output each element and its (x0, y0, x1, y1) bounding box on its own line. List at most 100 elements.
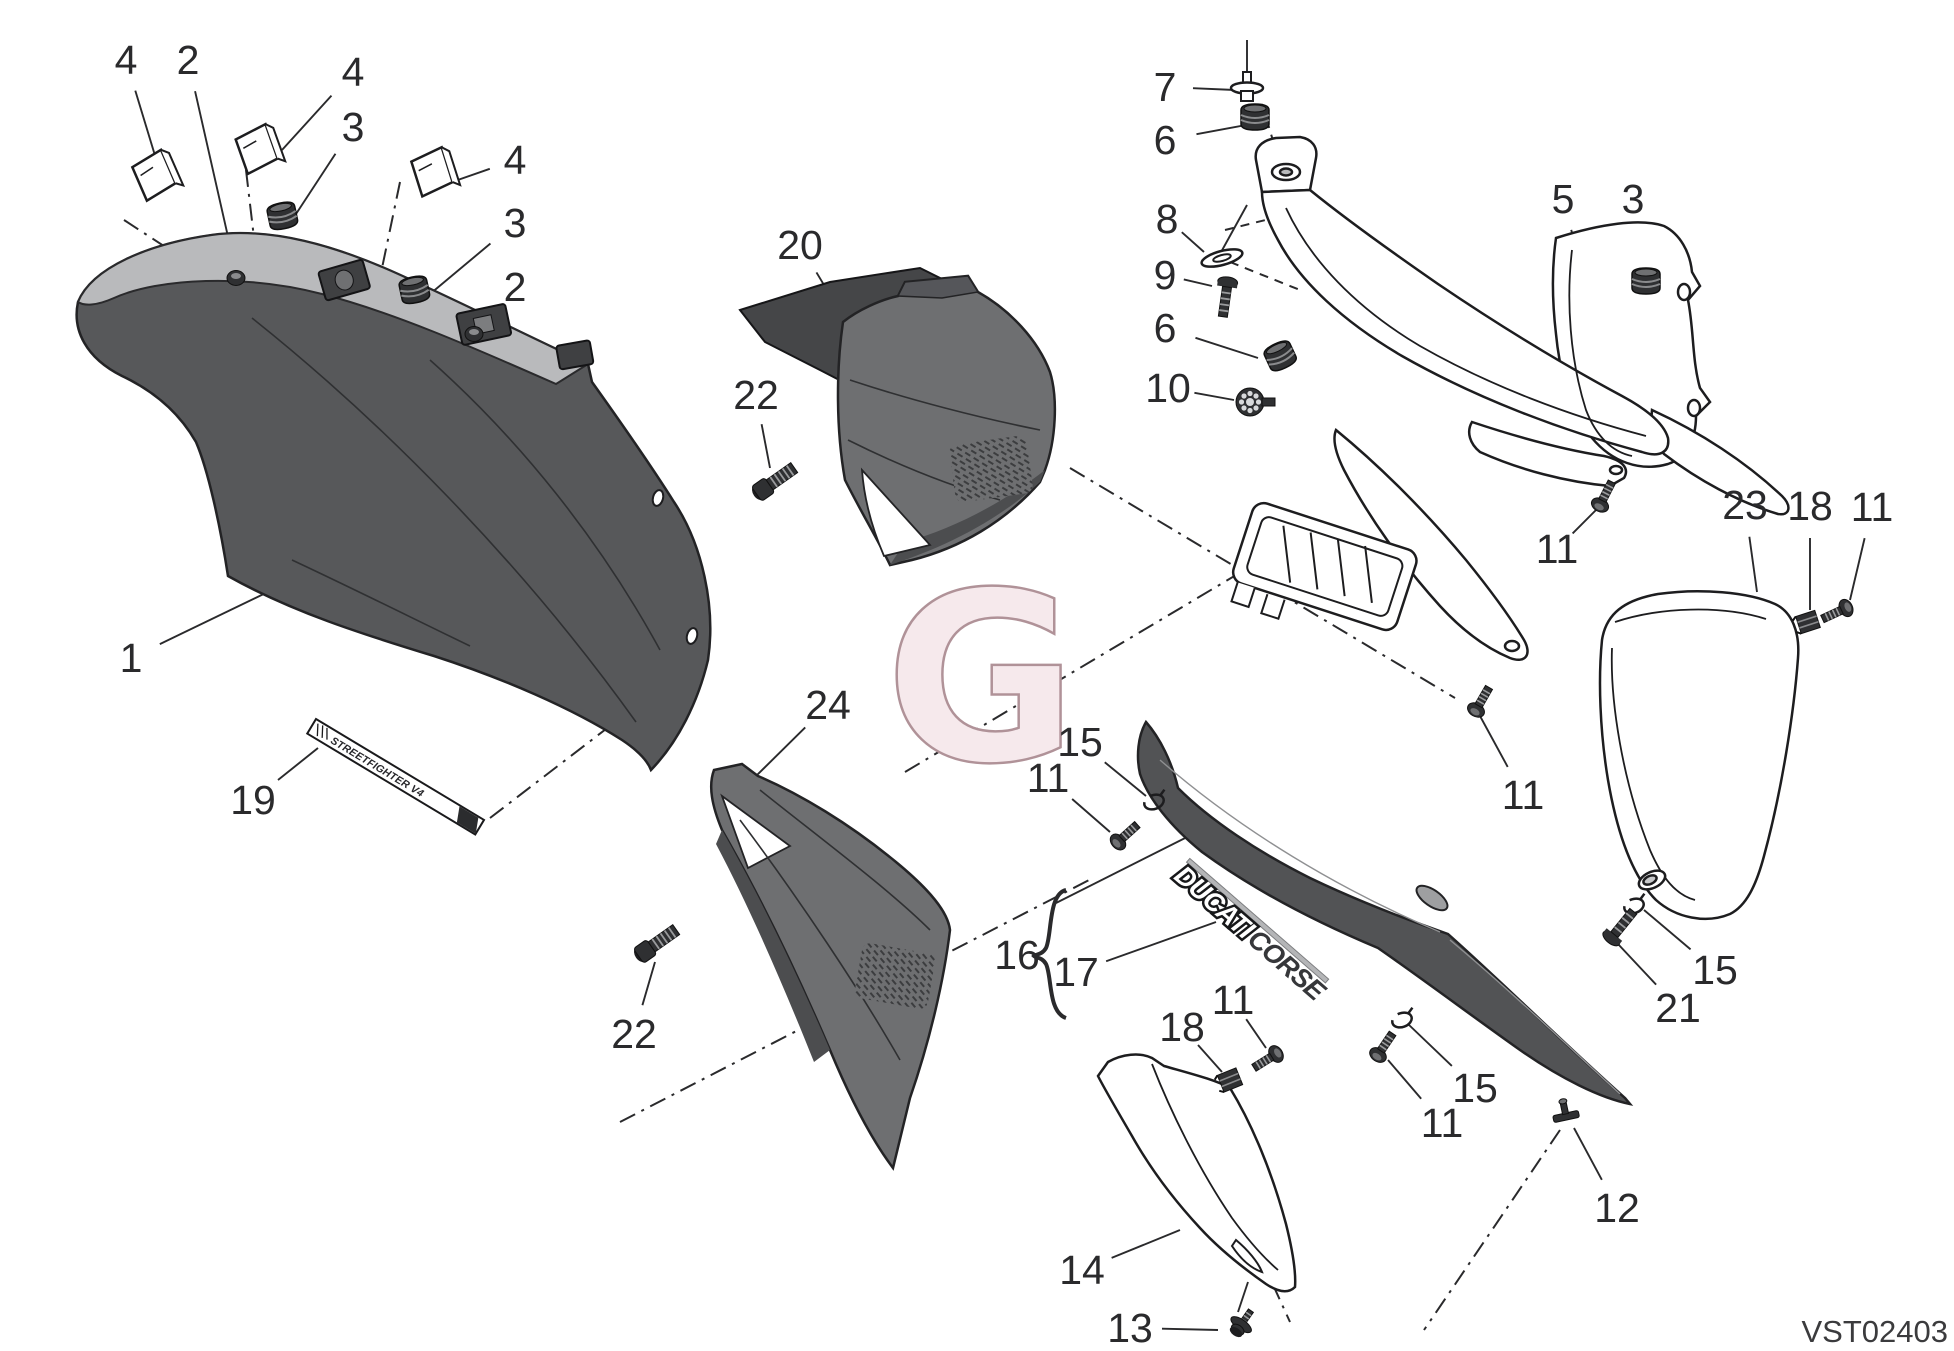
callout-label-3: 3 (342, 104, 365, 150)
callout-label-11: 11 (1212, 977, 1255, 1023)
corse-decal-text: CORSE (1242, 924, 1332, 1008)
callout-label-3: 3 (504, 200, 527, 246)
leader-line (1194, 391, 1235, 401)
callout-label-20: 20 (777, 222, 823, 268)
callout-label-12: 12 (1594, 1185, 1640, 1231)
callout-label-24: 24 (805, 682, 851, 728)
leader-line (1849, 537, 1866, 601)
part-screw (1248, 1042, 1288, 1077)
callout-label-18: 18 (1787, 483, 1833, 529)
callout-label-2: 2 (177, 37, 200, 83)
leader-line (1181, 231, 1205, 253)
callout-label-6: 6 (1154, 117, 1177, 163)
dashdot-line (1423, 1129, 1561, 1331)
part-small-grommet (464, 326, 484, 342)
part-adhesive-pad (232, 120, 288, 177)
fairing-mount-tab (317, 259, 371, 302)
leader-line (1245, 1018, 1267, 1049)
dashdot-line (489, 705, 637, 819)
leader-line (1192, 87, 1236, 91)
part-t-pin (1549, 1095, 1581, 1124)
part-screw (1464, 682, 1498, 721)
part-star-screw (1235, 387, 1276, 417)
site-watermark-letter: G (885, 543, 1078, 816)
part-adhesive-pad (128, 145, 186, 204)
leader-line (1479, 715, 1509, 768)
part-screw (1366, 1027, 1401, 1067)
dashed-line (1224, 211, 1299, 231)
leader-line (1183, 278, 1213, 287)
callout-label-22: 22 (733, 372, 779, 418)
part-grommet (265, 199, 300, 233)
callout-label-5: 5 (1552, 176, 1575, 222)
callout-brace (1031, 888, 1067, 1020)
callout-label-22: 22 (611, 1011, 657, 1057)
side-panel-assembly (1136, 719, 1634, 1106)
dashdot-line (1215, 1159, 1291, 1323)
carbon-texture-patch (854, 943, 936, 1009)
callout-label-8: 8 (1156, 196, 1179, 242)
part-cap-screw (748, 459, 801, 505)
part-cap-screw (630, 921, 683, 967)
leader-line (1571, 509, 1597, 535)
dashdot-line (904, 555, 1269, 773)
part-screw (1106, 817, 1145, 854)
callout-label-4: 4 (504, 137, 527, 183)
part-rubber-pin (1229, 70, 1265, 103)
callout-label-16: 16 (994, 932, 1040, 978)
leader-line (429, 242, 492, 295)
callout-label-1: 1 (120, 635, 143, 681)
solidthin-line (1237, 1281, 1249, 1313)
leader-line (1195, 336, 1259, 359)
fairing-mount-tab (555, 339, 595, 371)
callout-label-15: 15 (1452, 1065, 1498, 1111)
leader-line (1387, 1059, 1422, 1100)
callout-label-13: 13 (1107, 1305, 1153, 1351)
callout-label-11: 11 (1536, 526, 1579, 572)
leader-line (760, 424, 771, 469)
callout-label-15: 15 (1692, 947, 1738, 993)
leader-line (1104, 761, 1147, 797)
leader-line (1196, 124, 1247, 136)
frame-bracket (1230, 135, 1790, 661)
leader-line (1197, 1044, 1223, 1073)
leader-line (1573, 1127, 1603, 1181)
part-code: VST02403 (1802, 1314, 1949, 1349)
part-flanged-screw (1223, 1303, 1262, 1343)
part-speed-washer (1388, 1006, 1419, 1032)
callout-label-15: 15 (1057, 719, 1103, 765)
part-grommet (1261, 337, 1300, 375)
callout-label-23: 23 (1722, 482, 1768, 528)
lower-trim-panel (1096, 1053, 1297, 1293)
callout-label-17: 17 (1053, 949, 1099, 995)
callout-label-7: 7 (1154, 64, 1177, 110)
callout-label-9: 9 (1154, 252, 1177, 298)
leader-line (641, 961, 656, 1006)
solidthin-line (1219, 204, 1248, 255)
part-grommet (1240, 103, 1270, 131)
callout-label-14: 14 (1059, 1247, 1105, 1293)
part-bolt (1212, 274, 1240, 319)
part-screw (1817, 596, 1857, 628)
dashdot-line (619, 877, 1094, 1123)
callout-label-19: 19 (230, 777, 276, 823)
leader-line (1105, 921, 1217, 963)
callout-label-11: 11 (1502, 772, 1545, 818)
part-adhesive-pad (408, 144, 463, 199)
winglet-panel-lower (710, 762, 952, 1171)
streetfighter-decal: STREETFIGHTER V4 (305, 717, 486, 836)
dashed-line (1229, 261, 1301, 291)
leader-line (1161, 1327, 1219, 1331)
leader-line (1643, 909, 1692, 951)
leader-line (277, 747, 319, 781)
callout-label-11: 11 (1421, 1100, 1464, 1146)
part-grommet (1631, 267, 1661, 295)
leader-line (1748, 536, 1758, 593)
leader-line (1617, 943, 1657, 986)
callout-label-3: 3 (1622, 176, 1645, 222)
winglet-panel-upper (836, 274, 1057, 567)
leader-line (1407, 1023, 1453, 1067)
